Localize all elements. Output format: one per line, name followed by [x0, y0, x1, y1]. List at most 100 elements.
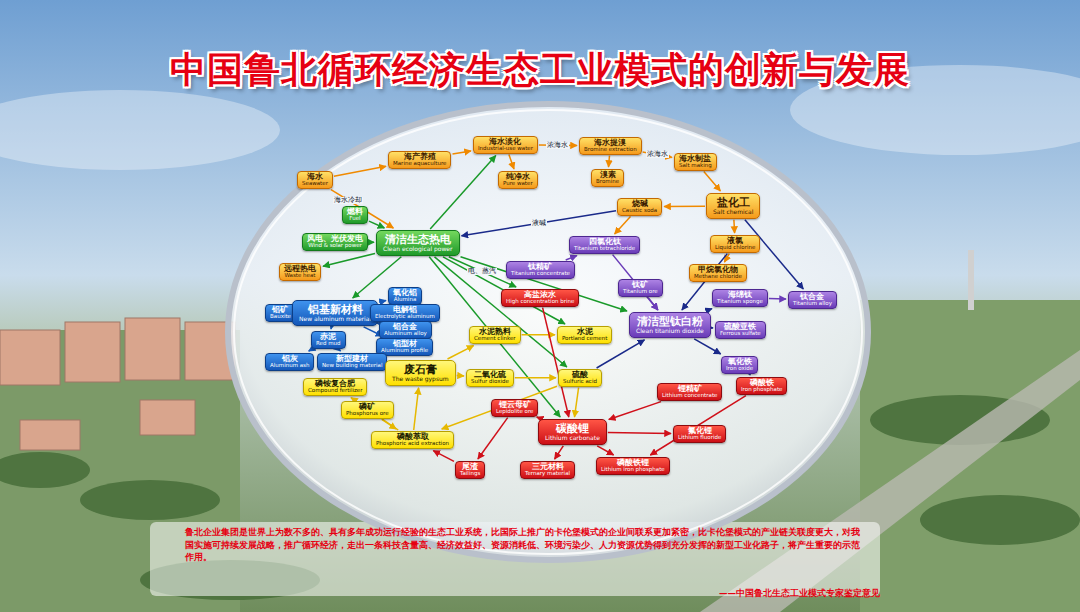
node-name: 海产养殖	[393, 153, 446, 161]
node-english-name: Red mud	[316, 341, 341, 347]
node-name: 铝型材	[381, 340, 428, 348]
flow-arrow	[749, 374, 751, 376]
process-box: 氧化铁Iron oxide	[721, 356, 758, 374]
node-name: 硫酸	[563, 371, 597, 379]
process-box: 三元材料Ternary material	[520, 461, 575, 479]
flow-label: 海水冷却	[333, 197, 363, 204]
process-box: 锂精矿Lithium concentrate	[657, 383, 722, 401]
node-name: 盐化工	[713, 197, 753, 209]
node-name: 赤泥	[316, 333, 341, 341]
process-box: 氟化锂Lithium fluoride	[673, 425, 726, 443]
node-name: 海水制盐	[679, 155, 712, 163]
node-name: 甲烷氯化物	[694, 266, 742, 274]
flow-arrow	[369, 242, 374, 244]
node-name: 氧化铝	[393, 289, 417, 297]
flow-arrow	[453, 151, 472, 154]
main-process-box: 废石膏The waste gypsum	[385, 360, 456, 386]
flow-arrow	[537, 416, 539, 418]
node-name: 水泥熟料	[474, 328, 516, 336]
buildings	[0, 318, 235, 450]
flow-arrow	[478, 418, 508, 459]
node-english-name: Iron oxide	[726, 366, 753, 372]
flow-arrow	[608, 432, 671, 434]
flow-arrow	[694, 339, 721, 354]
flow-arrow	[706, 309, 712, 311]
process-box: 氧化铝Alumina	[388, 287, 422, 305]
node-english-name: Titanium sponge	[717, 299, 763, 305]
node-english-name: Bromine extraction	[584, 147, 637, 153]
process-box: 磷酸铁锂Lithium iron phosphate	[596, 457, 670, 475]
node-english-name: Clean ecological power	[383, 246, 453, 252]
flow-arrow	[457, 375, 464, 377]
node-name: 燃料	[347, 208, 363, 216]
flow-arrow	[448, 346, 474, 359]
flow-label: 浓海水	[546, 142, 569, 149]
process-box: 二氧化硫Sulfur dioxide	[466, 369, 514, 387]
process-box: 铝合金Aluminum alloy	[379, 321, 432, 339]
process-box: 海绵钛Titanium sponge	[712, 289, 768, 307]
process-box: 海产养殖Marine aquaculture	[388, 151, 451, 169]
node-name: 风电、光伏发电	[307, 235, 363, 243]
node-name: 海水提溴	[584, 139, 637, 147]
node-english-name: Bromine	[596, 179, 619, 185]
node-name: 电解铝	[375, 306, 435, 314]
flow-arrow	[609, 156, 610, 167]
node-english-name: Lithium carbonate	[545, 435, 600, 441]
flow-arrow	[664, 205, 705, 207]
flow-arrow	[323, 253, 375, 266]
node-name: 海水淡化	[478, 138, 533, 146]
process-box: 燃料Fuel	[342, 206, 368, 224]
node-name: 锂云母矿	[496, 401, 533, 409]
node-english-name: Industrial-use water	[478, 146, 533, 152]
cloud	[0, 90, 280, 170]
node-english-name: Waste heat	[284, 273, 316, 279]
main-process-box: 盐化工Salt chemical	[706, 193, 760, 219]
node-name: 海水	[302, 173, 328, 181]
process-box: 风电、光伏发电Wind & solar power	[302, 233, 368, 251]
flow-arrow	[650, 396, 746, 455]
node-english-name: Iron phosphate	[741, 387, 782, 393]
node-english-name: Bauxite	[270, 314, 291, 320]
node-name: 氟化锂	[678, 427, 721, 435]
node-name: 铝矿	[270, 306, 291, 314]
process-box: 纯净水Pure water	[498, 171, 538, 189]
process-box: 钛合金Titanium alloy	[788, 291, 837, 309]
process-box: 海水Seawater	[297, 171, 333, 189]
flow-arrow	[331, 190, 393, 228]
process-box: 新型建材New building material	[317, 353, 387, 371]
flow-arrow	[509, 155, 514, 169]
flow-arrow	[379, 301, 386, 303]
node-english-name: Marine aquaculture	[393, 161, 446, 167]
node-name: 磷酸铁锂	[601, 459, 665, 467]
node-english-name: Ferrous sulfate	[720, 331, 761, 337]
process-box: 高盐浓水High concentration brine	[501, 289, 579, 307]
process-box: 铝灰Aluminum ash	[265, 353, 314, 371]
node-name: 新型建材	[322, 355, 382, 363]
attribution: ——中国鲁北生态工业模式专家鉴定意见	[719, 588, 880, 600]
title: 中国鲁北循环经济生态工业模式的创新与发展	[0, 46, 1080, 95]
node-name: 纯净水	[503, 173, 533, 181]
process-box: 尾渣Tailings	[455, 461, 485, 479]
flow-arrow	[575, 388, 579, 417]
process-box: 硫酸亚铁Ferrous sulfate	[715, 321, 766, 339]
node-name: 磷酸萃取	[376, 433, 449, 441]
ellipse-rim	[234, 110, 862, 554]
node-english-name: Seawater	[302, 181, 328, 187]
node-name: 三元材料	[525, 463, 570, 471]
node-english-name: Clean titanium dioxide	[636, 328, 704, 334]
node-english-name: Salt chemical	[713, 209, 753, 215]
flow-arrow	[309, 350, 311, 351]
node-english-name: Compound fertilizer	[308, 388, 362, 394]
process-box: 磷酸铁Iron phosphate	[736, 377, 787, 395]
flow-arrow	[733, 220, 735, 233]
flow-arrow	[462, 211, 617, 236]
main-process-box: 碳酸锂Lithium carbonate	[538, 419, 607, 445]
node-english-name: Portland cement	[562, 336, 607, 342]
node-name: 钛合金	[793, 293, 832, 301]
node-english-name: Cement clinker	[474, 336, 516, 342]
node-english-name: Lepidolite ore	[496, 409, 533, 415]
flow-arrow	[615, 217, 631, 234]
node-name: 尾渣	[460, 463, 480, 471]
flow-arrow	[543, 308, 569, 417]
